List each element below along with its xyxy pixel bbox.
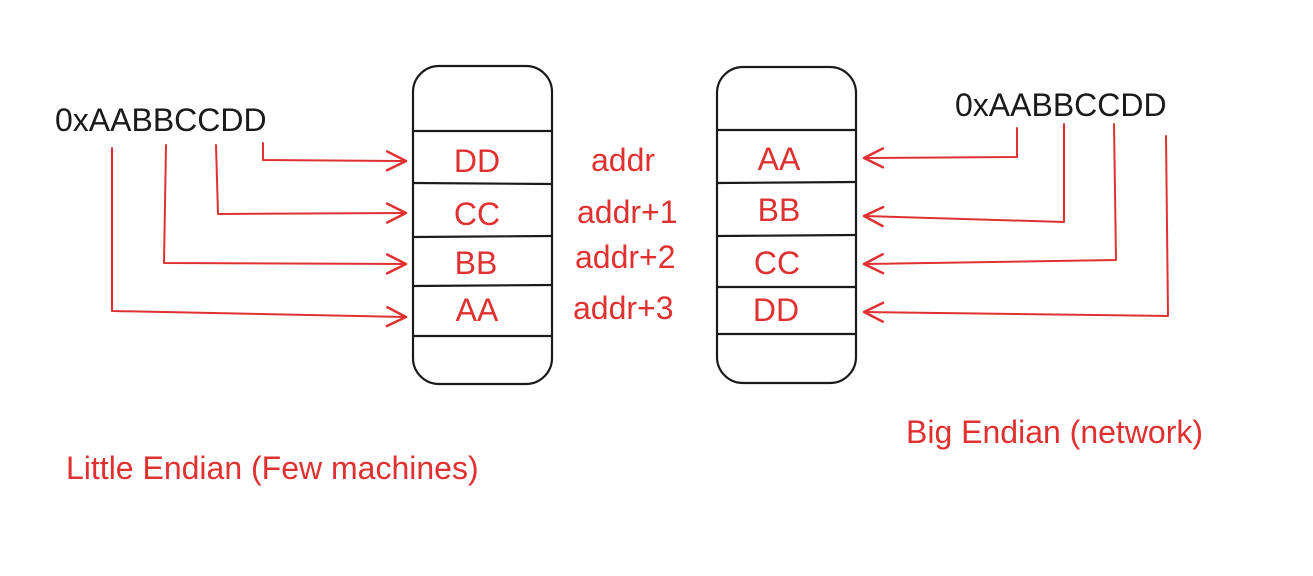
big-endian-arrow-aa (862, 127, 1018, 169)
big-endian-arrow-cc (862, 123, 1117, 275)
little-endian-arrow-aa (111, 147, 408, 328)
little-endian-caption: Little Endian (Few machines) (66, 450, 479, 486)
big-endian-cell: CC (754, 245, 800, 281)
address-labels: addr addr+1 addr+2 addr+3 (573, 142, 678, 326)
little-endian-box-outline (411, 64, 554, 386)
big-endian-value: 0xAABBCCDD (955, 87, 1167, 123)
little-endian-memory-box (411, 64, 554, 386)
little-endian-cell: BB (455, 245, 498, 281)
little-endian-arrow-bb (163, 144, 408, 275)
little-endian-divider (412, 283, 553, 288)
big-endian-cell: DD (753, 292, 799, 328)
little-endian-divider (412, 181, 553, 186)
big-endian-divider (716, 233, 857, 238)
little-endian-arrow-cc (215, 144, 408, 224)
address-label: addr+2 (575, 239, 676, 275)
big-endian-cell: BB (758, 192, 801, 228)
address-label: addr+3 (573, 290, 674, 326)
big-endian-box-outline (715, 65, 858, 385)
big-endian-caption: Big Endian (network) (906, 414, 1203, 450)
big-endian-group: 0xAABBCCDD AA BB CC DD Big Endian (netwo… (715, 65, 1203, 450)
little-endian-cell: AA (456, 292, 499, 328)
address-label: addr+1 (577, 194, 678, 230)
big-endian-divider (716, 180, 857, 185)
big-endian-memory-box (715, 65, 858, 385)
little-endian-value: 0xAABBCCDD (55, 102, 267, 138)
address-label: addr (591, 142, 655, 178)
little-endian-divider (412, 234, 553, 239)
little-endian-cell: DD (454, 143, 500, 179)
big-endian-arrow-dd (862, 135, 1169, 323)
big-endian-cell: AA (758, 141, 801, 177)
little-endian-arrow-dd (262, 142, 408, 172)
little-endian-group: 0xAABBCCDD DD CC BB AA Little Endian (Fe… (55, 64, 554, 486)
big-endian-arrow-bb (862, 123, 1065, 228)
little-endian-cell: CC (454, 196, 500, 232)
